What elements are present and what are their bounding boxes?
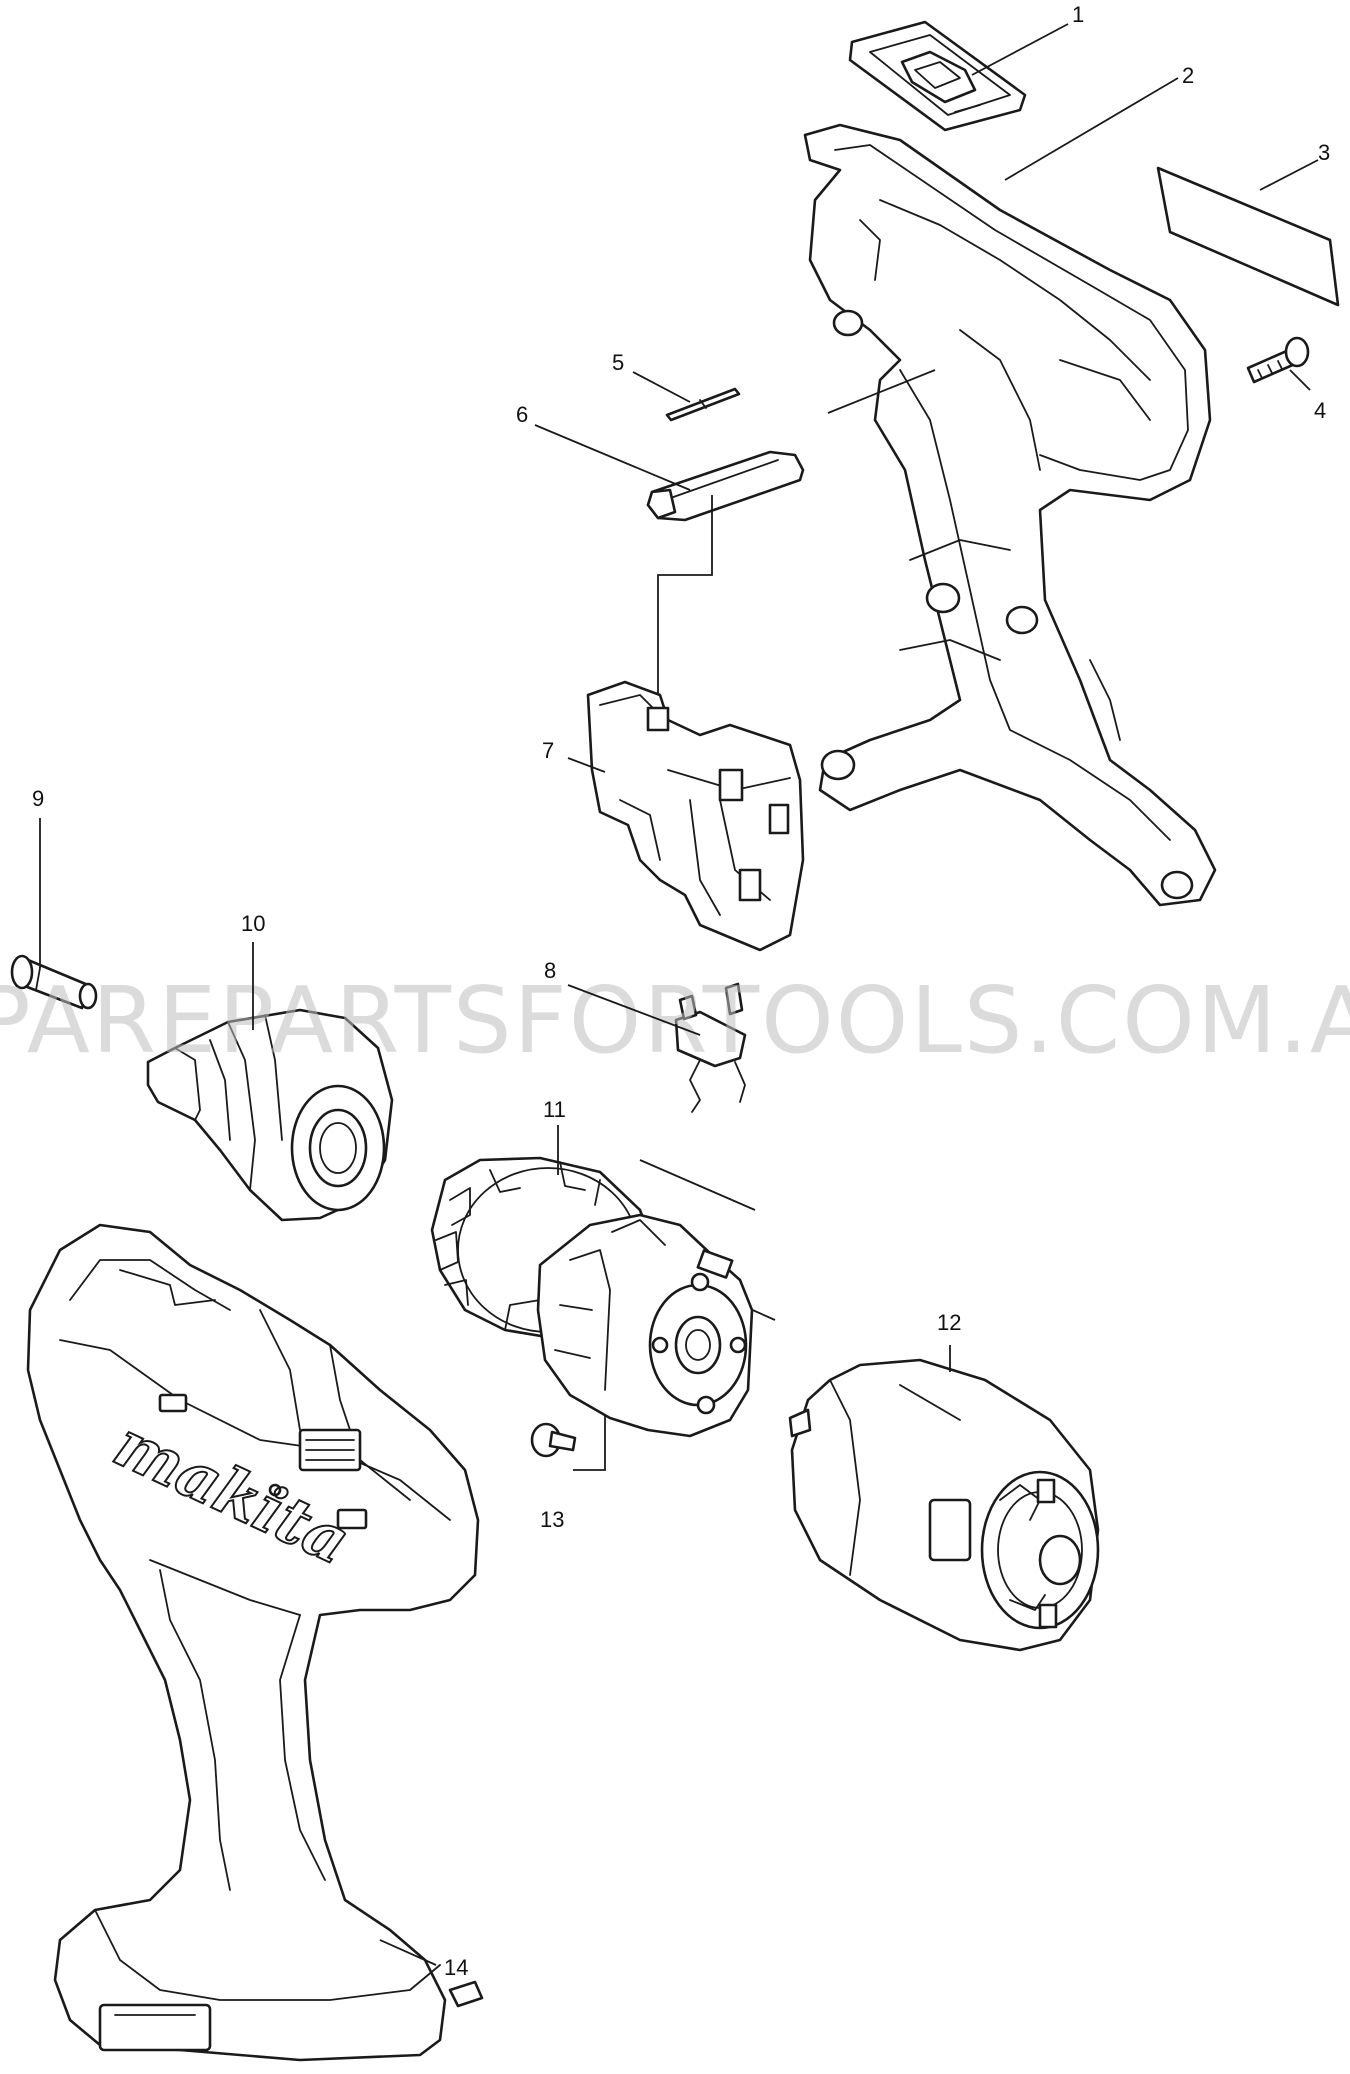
part-number-6: 6 [516,402,528,427]
part-14-housing-makita: makita [26,1223,484,2062]
part-number-3: 3 [1318,140,1330,165]
part-11-gear-housing [536,1213,754,1438]
part-4-screw [1246,336,1310,384]
part-number-5: 5 [612,350,624,375]
part-number-labels: 1 2 3 4 5 6 7 8 9 10 11 12 13 14 [32,2,1330,1980]
part-8-terminal [674,982,747,1113]
part-number-10: 10 [241,911,265,936]
leader-lines [39,23,1319,1966]
part-3-name-plate [1156,166,1340,307]
part-6-change-lever [646,450,805,522]
watermark-text: PAREPARTSFORTOOLS.COM.A [0,967,1350,1074]
part-number-4: 4 [1314,398,1326,423]
part-1-switch-lever [848,20,1027,132]
part-2-housing-set [803,123,1217,907]
part-number-1: 1 [1072,2,1084,27]
part-number-13: 13 [540,1507,564,1532]
part-number-7: 7 [542,738,554,763]
part-number-12: 12 [937,1310,961,1335]
part-7-switch [586,680,805,952]
part-number-8: 8 [544,958,556,983]
part-number-9: 9 [32,786,44,811]
part-10-drill-chuck [146,1008,394,1222]
part-number-14: 14 [444,1955,468,1980]
part-12-motor [788,1358,1100,1652]
part-5-spring [665,387,741,422]
part-number-2: 2 [1182,63,1194,88]
part-number-11: 11 [543,1097,566,1122]
part-13-screw [530,1422,577,1458]
part-9-screw [10,954,98,1010]
